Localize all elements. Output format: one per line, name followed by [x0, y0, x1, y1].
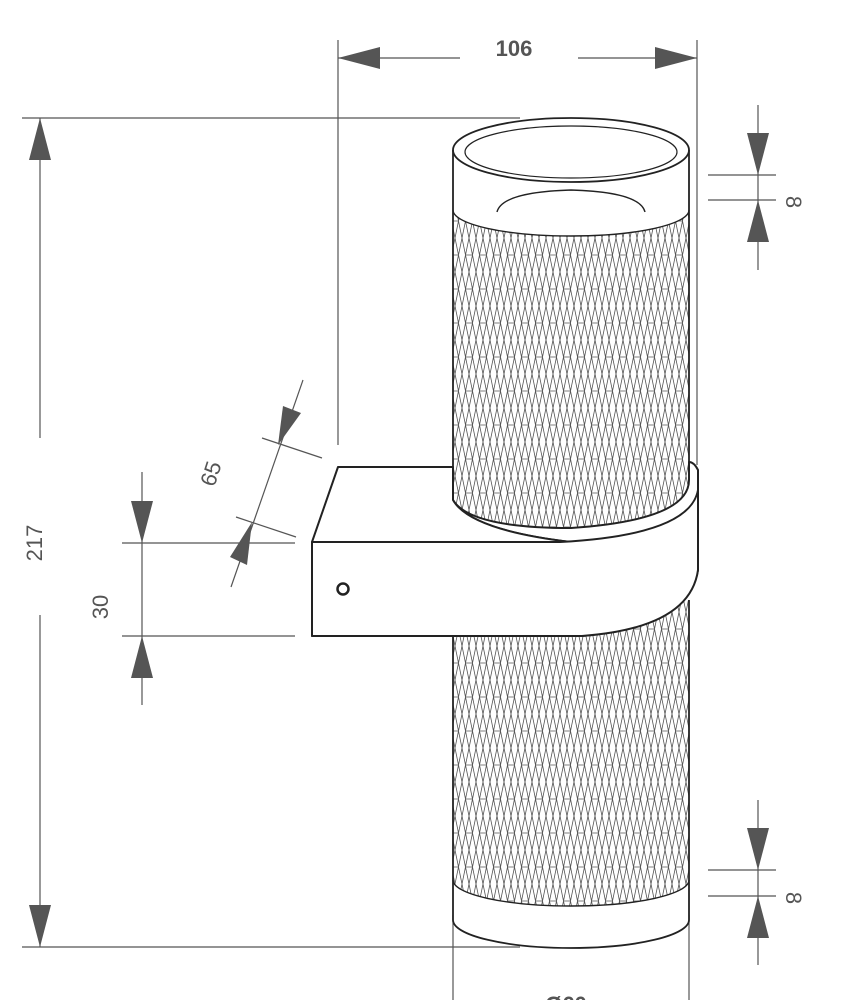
top-ring-arrow-upper [747, 133, 769, 175]
dimension-lines [22, 40, 776, 1000]
bracket-arrow-top [131, 501, 153, 543]
projection-arrow-bottom [230, 522, 252, 565]
top-ring-label: 8 [781, 196, 806, 208]
height-label: 217 [22, 525, 47, 562]
width-arrow-right [655, 47, 697, 69]
height-arrow-top [29, 118, 51, 160]
bottom-ring-band [453, 880, 689, 948]
bracket-arrow-bottom [131, 636, 153, 678]
projection-arrow-top [278, 406, 301, 445]
diameter-label: Ø60 [545, 992, 587, 1000]
projection-label: 65 [195, 458, 226, 489]
width-label: 106 [496, 36, 533, 61]
height-arrow-bottom [29, 905, 51, 947]
mounting-screw-hole [336, 582, 350, 596]
wall-bracket [311, 461, 699, 637]
bottom-ring-label: 8 [781, 892, 806, 904]
bracket-front-face [311, 489, 699, 637]
bottom-ring-arrow-lower [747, 896, 769, 938]
lower-cylinder [452, 600, 690, 949]
bottom-rim [452, 919, 690, 949]
top-lens [496, 189, 646, 213]
width-arrow-left [338, 47, 380, 69]
top-ring-arrow-lower [747, 200, 769, 242]
bottom-ring-arrow-upper [747, 828, 769, 870]
upper-cylinder [452, 117, 690, 541]
top-rim-inner [464, 125, 678, 179]
bracket-height-label: 30 [88, 595, 113, 619]
bracket-top-face [311, 466, 572, 543]
